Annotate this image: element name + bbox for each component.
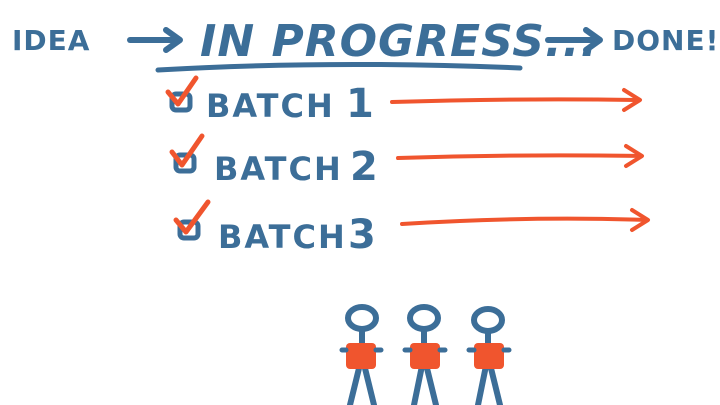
checkmark-icon xyxy=(173,199,211,235)
batch-row-1: BATCH 1 xyxy=(165,75,642,127)
progress-underline xyxy=(155,61,523,73)
arrow-head-idea-to-progress xyxy=(163,27,183,53)
step-idea-label: IDEA xyxy=(12,24,90,57)
checkmark-icon xyxy=(165,75,199,107)
batch-arrow-head xyxy=(630,208,650,232)
stick-figure-icon xyxy=(402,304,448,405)
stick-figure-icon xyxy=(466,306,512,405)
batch-row-3: BATCH 3 xyxy=(173,199,650,258)
step-done-label: DONE! xyxy=(612,24,719,57)
batch-row-2: BATCH 2 xyxy=(169,133,644,190)
box-icon xyxy=(410,343,440,369)
checkbox-icon xyxy=(177,219,201,241)
batch-arrow-line xyxy=(400,216,648,226)
box-icon xyxy=(474,343,504,369)
checkbox-icon xyxy=(173,152,197,174)
step-in-progress-label: IN PROGRESS... xyxy=(200,16,598,67)
box-icon xyxy=(346,343,376,369)
batch-number: 1 xyxy=(346,81,374,127)
batch-number: 2 xyxy=(350,144,378,190)
batch-arrow-line xyxy=(390,97,640,104)
batch-number: 3 xyxy=(348,212,376,258)
stick-figure-icon xyxy=(339,304,384,405)
arrow-head-progress-to-done xyxy=(583,27,603,53)
batch-label: BATCH xyxy=(206,87,335,125)
checkbox-icon xyxy=(169,91,193,113)
checkmark-icon xyxy=(169,133,205,168)
batch-arrow-head xyxy=(622,88,642,112)
team-figures xyxy=(339,304,512,405)
batch-arrow-head xyxy=(624,144,644,168)
batch-label: BATCH xyxy=(214,150,343,188)
batch-arrow-line xyxy=(396,153,642,160)
batch-label: BATCH xyxy=(218,218,347,256)
header-flow: IDEA IN PROGRESS... DONE! xyxy=(12,16,719,73)
